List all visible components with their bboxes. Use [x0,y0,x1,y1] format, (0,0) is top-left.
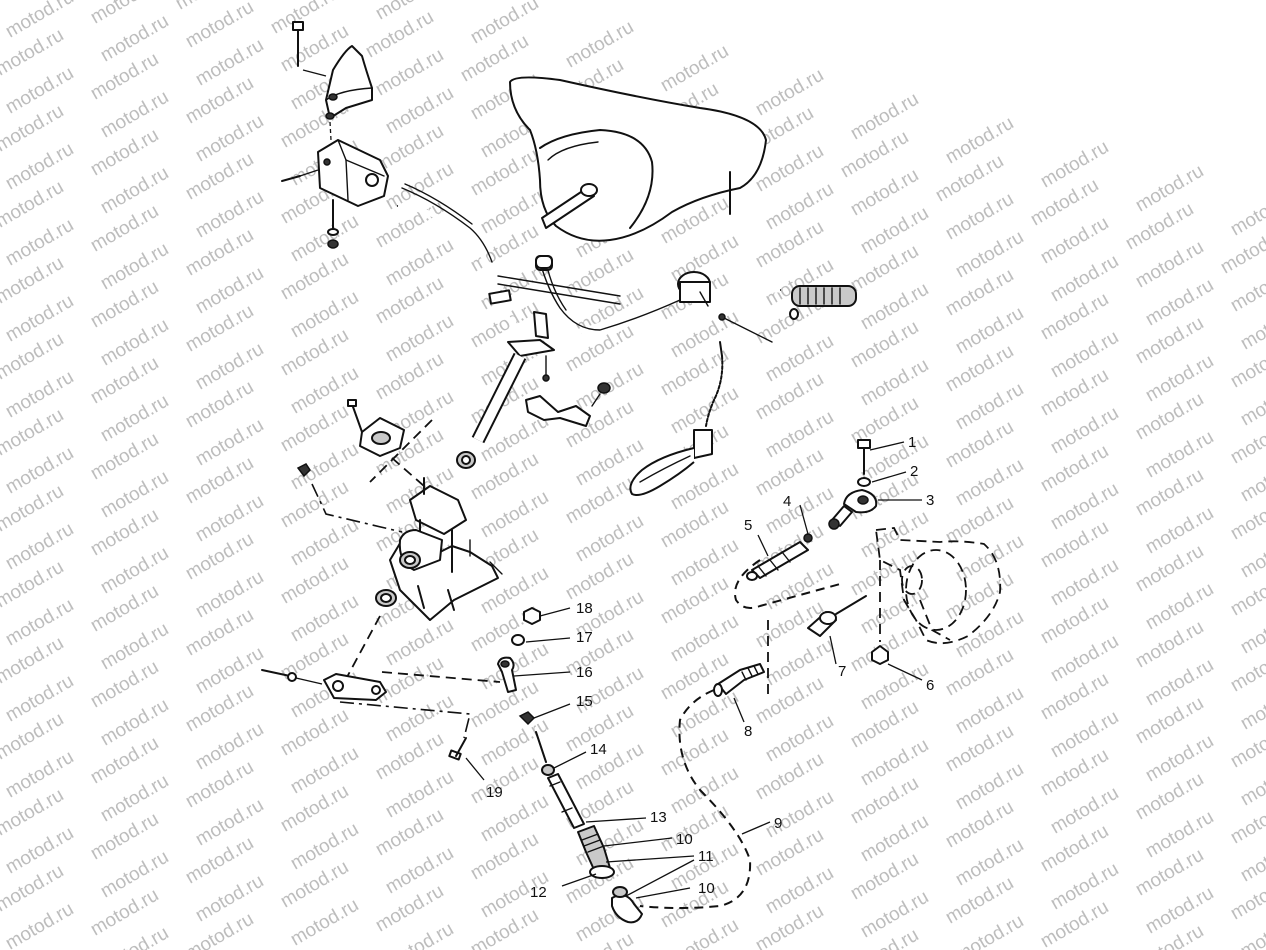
retainer-plate [525,382,611,427]
post-bushing [456,451,476,469]
callout-1: 1 [908,434,916,451]
callout-leaders [465,441,923,899]
bar-screw [718,313,773,343]
throttle-bolt-1 [857,439,871,475]
throttle-housing [874,527,1002,645]
arm-bolt-19 [448,737,467,761]
cable-elbow [611,886,643,924]
washer-17 [511,634,525,646]
column-bracket [389,477,503,621]
callout-9: 9 [774,815,782,832]
handlebar [397,183,781,343]
cable-end-14 [535,731,555,776]
retainer-bolt [591,382,611,407]
callout-18: 18 [576,600,593,617]
callout-11: 11 [698,848,714,865]
pitman-arm [261,669,387,701]
cable-fitting-12 [577,825,615,879]
mounting-bracket [325,45,373,120]
callout-5: 5 [744,517,752,534]
callout-14: 14 [590,741,607,758]
callout-17: 17 [576,629,593,646]
callout-10-upper: 10 [676,831,693,848]
watermark-text: motod.ru [1037,897,1112,950]
cable-sheath-13 [547,773,585,829]
callout-15: 15 [576,693,593,710]
cable-adjuster-8 [713,663,765,697]
top-knob [535,255,553,269]
handlebar-pad [509,76,767,242]
housing-screw [281,169,319,182]
throttle-cable-9 [639,559,841,909]
column-nut [296,463,311,478]
callout-labels: 1 2 3 4 5 6 7 8 9 10 10 11 12 13 14 15 1… [486,434,934,901]
bearing-plate [347,399,405,457]
callout-8: 8 [744,723,752,740]
callout-19: 19 [486,784,503,801]
cable-adjuster-7 [807,595,867,637]
callout-6: 6 [926,677,934,694]
callout-4: 4 [783,493,791,510]
steering-post [456,311,555,469]
callout-13: 13 [650,809,667,826]
nut-18 [523,607,541,625]
washer-2 [857,477,871,487]
callout-7: 7 [838,663,846,680]
callout-2: 2 [910,463,918,480]
callout-3: 3 [926,492,934,509]
watermark-text: motod.ru [1227,185,1266,241]
tether-lanyard [629,341,724,496]
switch-housing [281,121,389,249]
boot-5 [746,541,809,581]
callout-10-lower: 10 [698,880,715,897]
nut-6 [871,560,889,665]
hand-grip [789,285,857,320]
top-bolt [292,21,327,77]
right-switch [677,271,711,307]
callout-12: 12 [530,884,547,901]
rod-end-3 [828,489,878,530]
rod-end-16 [497,656,517,693]
jam-nut-4 [803,533,813,543]
lower-bushing [375,589,397,607]
bar-clamp [488,289,512,305]
callout-16: 16 [576,664,593,681]
